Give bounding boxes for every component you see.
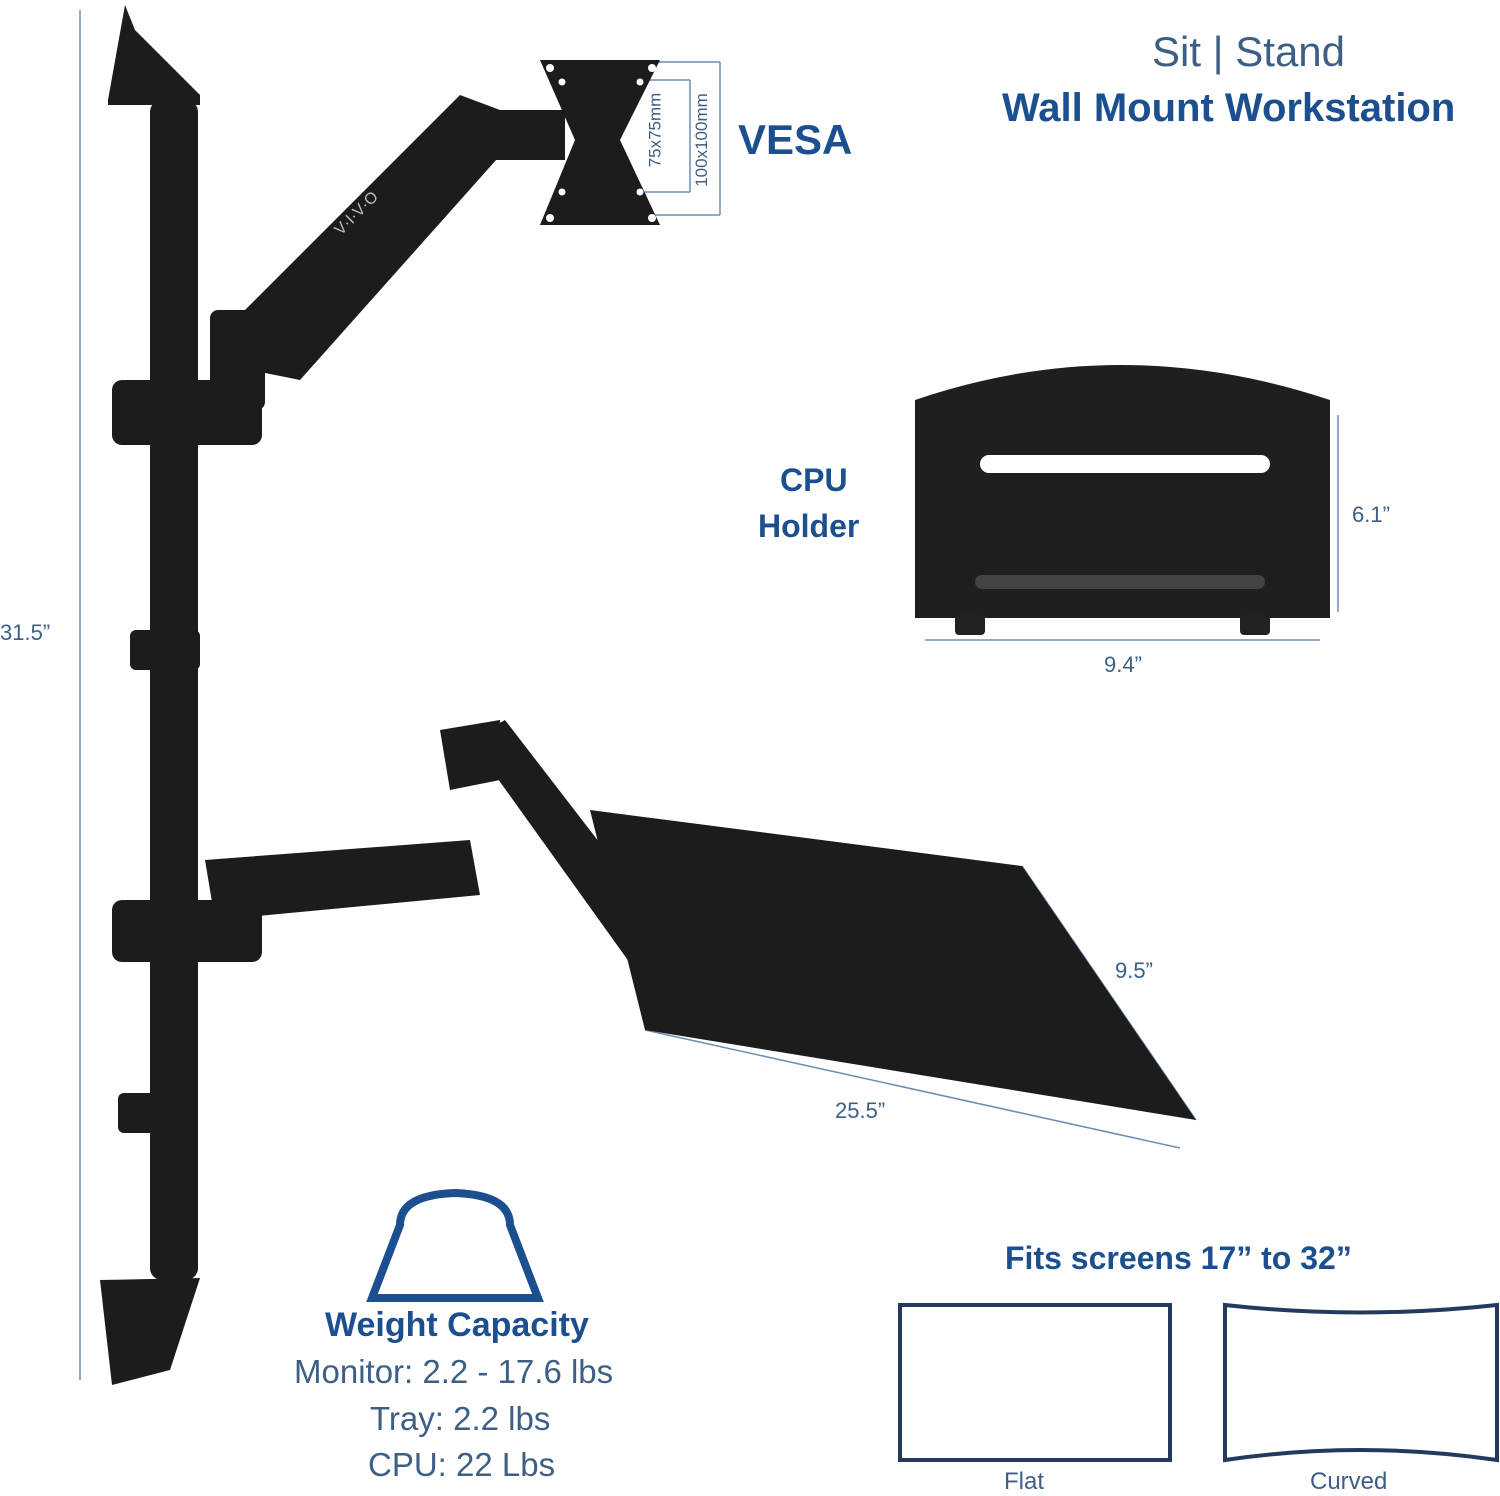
dimension-lines xyxy=(79,10,1339,1380)
vesa-large-dim: 100x100mm xyxy=(691,93,711,187)
cpu-holder xyxy=(915,365,1330,635)
weight-capacity-title: Weight Capacity xyxy=(325,1306,589,1344)
keyboard-tray xyxy=(590,810,1196,1120)
vesa-small-dim: 75x75mm xyxy=(645,92,665,168)
curved-screen-icon xyxy=(1223,1302,1499,1463)
page-title: Wall Mount Workstation xyxy=(1002,86,1456,130)
curved-label: Curved xyxy=(1310,1468,1388,1495)
cpu-holder-label-2: Holder xyxy=(758,508,860,544)
pole-height-dim: 31.5” xyxy=(0,620,51,645)
title-line1: Sit | Stand xyxy=(1152,28,1346,75)
cpu-holder-label-1: CPU xyxy=(780,462,848,498)
vesa-label: VESA xyxy=(738,116,853,163)
weight-icon xyxy=(366,1188,544,1302)
flat-screen-icon xyxy=(898,1303,1172,1462)
weight-monitor: Monitor: 2.2 - 17.6 lbs xyxy=(294,1353,614,1390)
weight-cpu: CPU: 22 Lbs xyxy=(368,1446,556,1483)
vesa-plate xyxy=(540,60,660,225)
flat-label: Flat xyxy=(1004,1468,1045,1495)
wall-pole xyxy=(100,5,200,1385)
weight-tray: Tray: 2.2 lbs xyxy=(370,1400,551,1437)
cpu-height-dim: 6.1” xyxy=(1352,502,1390,527)
keyboard-tray-arm xyxy=(112,720,1196,1120)
vesa-holes xyxy=(546,64,656,222)
cpu-width-dim: 9.4” xyxy=(1104,652,1142,677)
tray-width-dim: 25.5” xyxy=(835,1098,886,1123)
tray-depth-dim: 9.5” xyxy=(1115,958,1153,983)
screens-title: Fits screens 17” to 32” xyxy=(1005,1240,1352,1276)
monitor-arm xyxy=(112,60,660,445)
